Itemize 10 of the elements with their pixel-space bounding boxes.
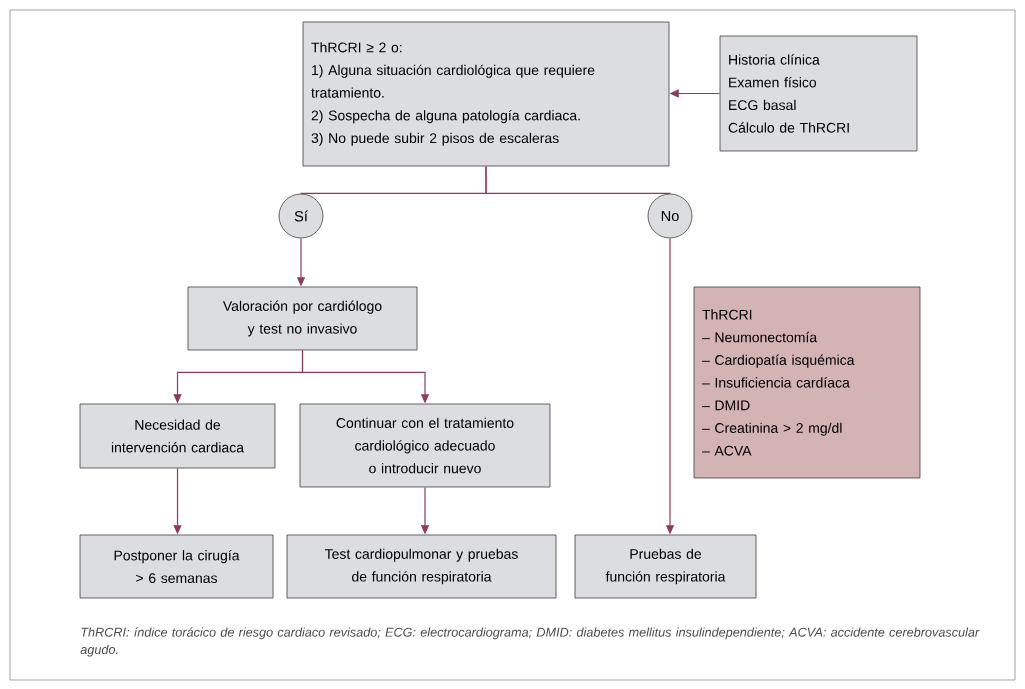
risk-factor-box: ThRCRI – Neumonectomía – Cardiopatía isquémica – Insuficiencia cardíaca – DMID – Creatinina > 2 mg/dl – ACVA [693,286,921,479]
process-box: ThRCRI ≥ 2 o: 1) Alguna situación cardiológica que requiere tratamiento. 2) Sospecha de alguna patología cardiaca. 3) No puede subir 2 pisos de escaleras [302,21,670,167]
process-box: Necesidad de intervención cardiaca [79,403,276,469]
process-box: Postponer la cirugía > 6 semanas [79,534,274,599]
info-box: Historia clínica Examen físico ECG basal Cálculo de ThRCRI [719,35,918,152]
process-box: Pruebas de función respiratoria [574,534,757,599]
process-box: Test cardiopulmonar y pruebas de función respiratoria [286,534,557,599]
process-box: Continuar con el tratamiento cardiológico adecuado o introducir nuevo [299,403,551,488]
caption: ThRCRI: índice torácico de riesgo cardiaco revisado; ECG: electrocardiograma; DMID: diabetes mellitus insulindependiente; ACVA: accidente cerebrovascular agudo. [80,627,980,657]
process-box: Valoración por cardiólogo y test no invasivo [187,286,418,351]
